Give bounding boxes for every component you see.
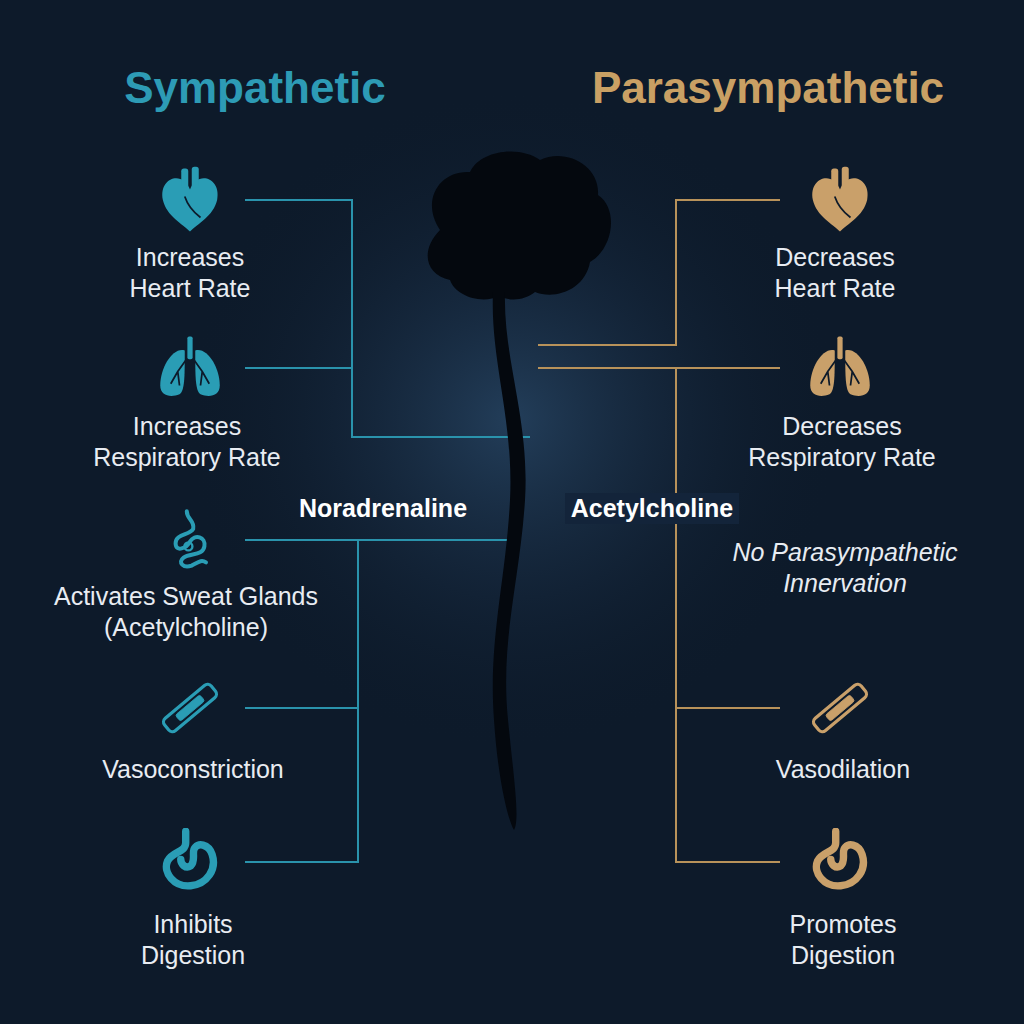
- effect-label: Decreases Respiratory Rate: [727, 411, 957, 473]
- effect-label: Vasoconstriction: [73, 754, 313, 785]
- neurotransmitter-label: Noradrenaline: [283, 493, 483, 524]
- brain-spinal-cord: [428, 151, 611, 830]
- neurotransmitter-label: Acetylcholine: [565, 493, 740, 524]
- effect-label: Promotes Digestion: [768, 909, 918, 971]
- note-label: No Parasympathetic Innervation: [710, 537, 980, 599]
- section-title: Parasympathetic: [558, 61, 978, 115]
- sympathetic-wires: [245, 200, 530, 862]
- effect-label: Activates Sweat Glands (Acetylcholine): [36, 581, 336, 643]
- effect-label: Decreases Heart Rate: [760, 242, 910, 304]
- effect-label: Increases Heart Rate: [115, 242, 265, 304]
- effect-label: Vasodilation: [743, 754, 943, 785]
- effect-label: Inhibits Digestion: [118, 909, 268, 971]
- effect-label: Increases Respiratory Rate: [72, 411, 302, 473]
- section-title: Sympathetic: [45, 61, 465, 115]
- parasympathetic-wires: [538, 200, 780, 862]
